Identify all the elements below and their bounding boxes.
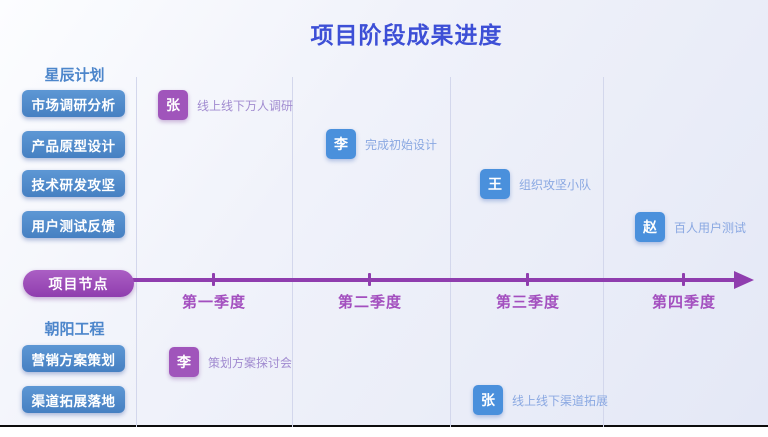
quarter-label-q3: 第三季度 [495, 293, 560, 311]
task-button-channel-expansion[interactable]: 渠道拓展落地 [22, 386, 125, 413]
task-button-product-prototype-design[interactable]: 产品原型设计 [22, 131, 125, 158]
milestone-note: 组织攻坚小队 [519, 177, 592, 192]
section-header-star-plan: 星辰计划 [44, 66, 105, 84]
axis-arrow-icon [734, 271, 754, 289]
quarter-gridline [603, 77, 604, 427]
quarter-label-q1: 第一季度 [181, 293, 246, 311]
task-button-user-testing-feedback[interactable]: 用户测试反馈 [22, 211, 125, 238]
quarter-gridline [292, 77, 293, 427]
milestone-channel-expansion: 张 线上线下渠道拓展 [473, 385, 608, 415]
axis-tick-q1 [212, 273, 215, 286]
axis-tick-q3 [526, 273, 529, 286]
milestone-note: 策划方案探讨会 [208, 355, 293, 370]
milestone-initial-design: 李 完成初始设计 [326, 129, 437, 159]
task-button-market-research-analysis[interactable]: 市场调研分析 [22, 90, 125, 117]
milestone-note: 线上线下万人调研 [197, 98, 294, 113]
task-button-tech-rnd-push[interactable]: 技术研发攻坚 [22, 170, 125, 197]
task-button-marketing-plan[interactable]: 营销方案策划 [22, 345, 125, 372]
milestone-plan-discussion: 李 策划方案探讨会 [169, 347, 292, 377]
owner-badge[interactable]: 李 [326, 129, 356, 159]
quarter-label-q2: 第二季度 [337, 293, 402, 311]
milestone-note: 完成初始设计 [365, 137, 438, 152]
milestone-user-testing: 赵 百人用户测试 [635, 212, 746, 242]
milestone-assault-team: 王 组织攻坚小队 [480, 169, 591, 199]
milestone-note: 百人用户测试 [674, 220, 747, 235]
timeline-canvas: 项目阶段成果进度 星辰计划 市场调研分析 产品原型设计 技术研发攻坚 用户测试反… [0, 0, 768, 427]
page-title: 项目阶段成果进度 [310, 23, 503, 49]
owner-badge[interactable]: 张 [158, 90, 188, 120]
owner-badge[interactable]: 李 [169, 347, 199, 377]
owner-badge[interactable]: 王 [480, 169, 510, 199]
owner-badge[interactable]: 张 [473, 385, 503, 415]
quarter-gridline [136, 77, 137, 427]
quarter-gridline [450, 77, 451, 427]
milestone-survey: 张 线上线下万人调研 [158, 90, 293, 120]
project-node-pill[interactable]: 项目节点 [23, 270, 134, 297]
quarter-label-q4: 第四季度 [651, 293, 716, 311]
milestone-note: 线上线下渠道拓展 [512, 393, 609, 408]
axis-tick-q4 [682, 273, 685, 286]
axis-tick-q2 [368, 273, 371, 286]
timeline-axis [130, 278, 740, 282]
section-header-sunrise-project: 朝阳工程 [44, 320, 105, 338]
owner-badge[interactable]: 赵 [635, 212, 665, 242]
